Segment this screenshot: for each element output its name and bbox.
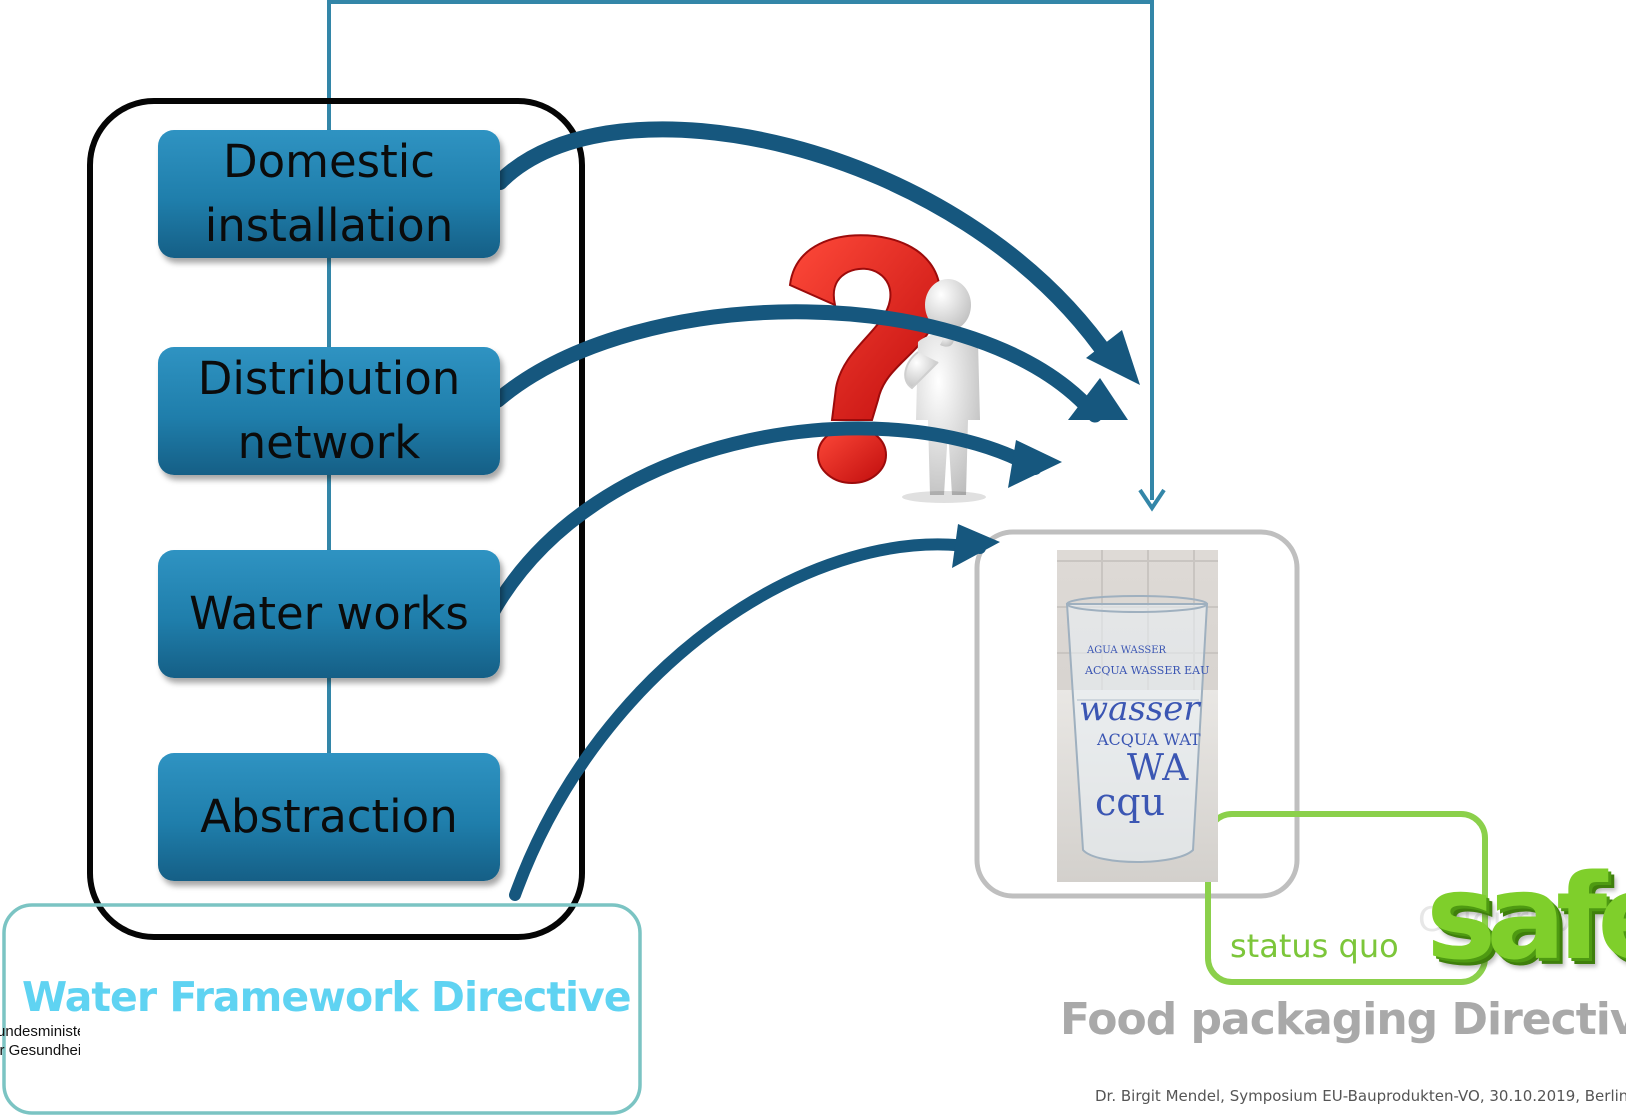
glass-drawing: AGUA WASSER ACQUA WASSER EAU wasser ACQU… (1065, 595, 1209, 863)
arrow-distribution (490, 304, 1103, 423)
glass-text: ACQUA WASSER EAU (1084, 664, 1209, 677)
stage-label-line: Distribution (197, 352, 461, 405)
stage-label-line: Domestic (222, 135, 436, 188)
food-packaging-directive-label: Food packaging Directive (1060, 994, 1626, 1045)
stage-label-line: Water works (189, 587, 469, 640)
arrow-domestic (492, 121, 1118, 368)
status-quo-frame (1205, 811, 1488, 985)
stage-arrowheads (952, 330, 1140, 568)
glass-text: cqu (1095, 780, 1165, 824)
stage-water-works: Water works (158, 550, 500, 678)
ministry-logo-text: Bundesministerium für Gesundheit (0, 1022, 80, 1060)
ministry-line: Bundesministerium (0, 1023, 80, 1040)
arrowhead-domestic (1086, 330, 1140, 385)
arrowhead-water-works (1008, 440, 1062, 488)
footer-citation: Dr. Birgit Mendel, Symposium EU-Bauprodu… (1095, 1087, 1626, 1105)
arrow-abstraction (509, 538, 986, 901)
water-glass-photo: AGUA WASSER ACQUA WASSER EAU wasser ACQU… (1057, 550, 1218, 882)
water-framework-frame (2, 903, 642, 1115)
stage-domestic-installation: Domestic installation (158, 130, 500, 258)
top-connector-arrowhead (1138, 488, 1166, 512)
stage-abstraction: Abstraction (158, 753, 500, 881)
glass-text: WA (1127, 748, 1189, 789)
stage-arrows (479, 121, 1118, 901)
stage-label-line: Abstraction (200, 790, 458, 843)
glass-text: wasser (1079, 689, 1201, 729)
arrowhead-abstraction (952, 524, 1000, 568)
watermark: Colourbox (1418, 900, 1590, 940)
thinking-figure-icon (902, 279, 986, 503)
stage-distribution-network: Distribution network (158, 347, 500, 475)
stage-label-line: network (237, 416, 421, 469)
glass-text: AGUA WASSER (1086, 645, 1167, 656)
status-quo-label: status quo (1230, 927, 1399, 965)
ministry-line: für Gesundheit (0, 1042, 80, 1059)
glass-photo-frame (974, 529, 1300, 899)
stage-label-line: installation (204, 199, 454, 252)
arrowhead-distribution (1068, 378, 1128, 420)
glass-text: ACQUA WAT (1096, 730, 1201, 749)
arrow-water-works (479, 421, 1042, 632)
top-connector-line (327, 0, 1154, 500)
safe-3d-logo: safe (1426, 848, 1626, 986)
water-framework-directive-label: Water Framework Directive (22, 973, 632, 1021)
